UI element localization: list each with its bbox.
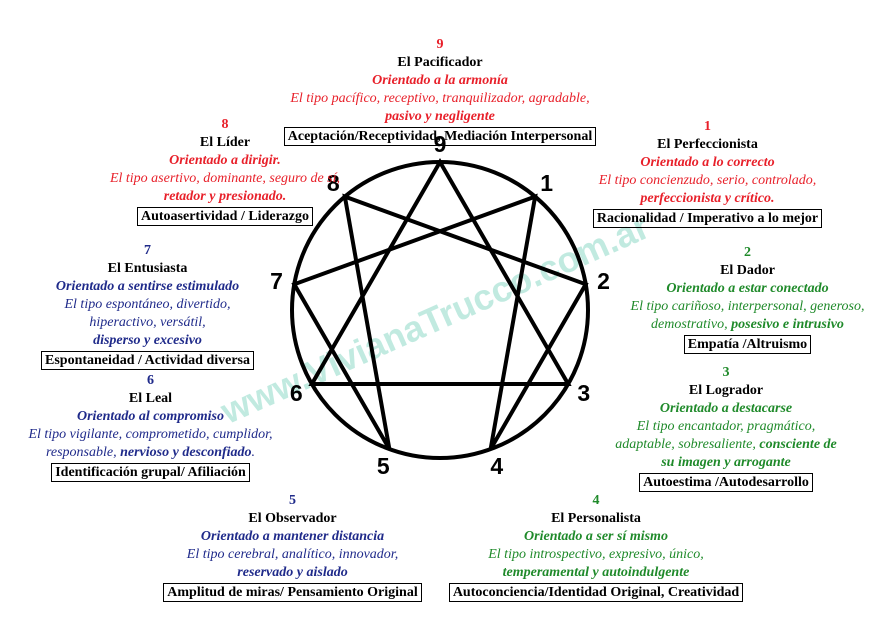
type-3-description: El tipo encantador, pragmático, — [636, 419, 816, 434]
type-9-box: Aceptación/Receptividad, Mediación Inter… — [283, 127, 597, 146]
type-9-block: 9 El Pacificador Orientado a la armonía … — [260, 36, 620, 146]
type-7-name: El Entusiasta — [107, 261, 188, 276]
type-5-block: 5 El Observador Orientado a mantener dis… — [150, 492, 435, 602]
type-6-orientation: Orientado al compromiso — [76, 409, 224, 424]
type-6-box: Identificación grupal/ Afiliación — [51, 463, 250, 482]
type-9-description: El tipo pacífico, receptivo, tranquiliza… — [290, 91, 590, 106]
type-2-number: 2 — [744, 245, 751, 260]
type-4-box: Autoconciencia/Identidad Original, Creat… — [448, 583, 744, 602]
type-7-orientation: Orientado a sentirse estimulado — [55, 279, 240, 294]
type-4-description: El tipo introspectivo, expresivo, único, — [488, 547, 704, 562]
type-5-number: 5 — [289, 493, 296, 508]
type-8-number: 8 — [221, 117, 229, 132]
type-8-description: El tipo asertivo, dominante, seguro de s… — [109, 171, 341, 186]
type-4-orientation: Orientado a ser sí mismo — [524, 529, 668, 544]
type-6-number: 6 — [147, 373, 154, 388]
type-6-block: 6 El Leal Orientado al compromiso El tip… — [8, 372, 293, 482]
enneagram-point-labels: 9 1 2 3 4 5 6 7 8 — [270, 131, 610, 479]
enneagram-triangle — [308, 157, 572, 386]
type-1-name: El Perfeccionista — [657, 137, 758, 152]
point-label-5: 5 — [377, 453, 390, 479]
type-9-number: 9 — [436, 37, 444, 52]
type-2-box: Empatía /Altruismo — [683, 335, 812, 354]
point-label-1: 1 — [540, 170, 553, 196]
type-7-description-3: disperso y excesivo — [93, 333, 202, 348]
type-1-description-2: perfeccionista y crítico. — [640, 191, 775, 206]
type-4-name: El Personalista — [551, 511, 641, 526]
point-label-6: 6 — [290, 380, 303, 406]
enneagram-hexad — [291, 193, 589, 451]
point-label-7: 7 — [270, 268, 283, 294]
type-3-description-3: su imagen y arrogante — [661, 455, 791, 470]
type-6-desc-end: . — [251, 445, 256, 460]
type-3-description-2: adaptable, sobresaliente, consciente de — [592, 436, 860, 454]
type-9-description-2: pasivo y negligente — [385, 109, 495, 124]
type-8-orientation: Orientado a dirigir. — [169, 153, 281, 168]
type-8-box: Autoasertividad / Liderazgo — [137, 207, 313, 226]
point-label-3: 3 — [577, 380, 590, 406]
type-5-name: El Observador — [248, 511, 337, 526]
type-6-description: El tipo vigilante, comprometido, cumplid… — [28, 427, 273, 442]
type-1-block: 1 El Perfeccionista Orientado a lo corre… — [580, 118, 835, 228]
type-7-number: 7 — [144, 243, 151, 258]
type-2-block: 2 El Dador Orientado a estar conectado E… — [610, 244, 885, 354]
type-3-desc-bold: consciente de — [759, 437, 837, 452]
type-1-number: 1 — [704, 119, 711, 134]
type-2-name: El Dador — [720, 263, 775, 278]
type-8-description-2: retador y presionado. — [163, 189, 287, 204]
point-label-8: 8 — [327, 170, 340, 196]
type-6-description-2: responsable, nervioso y desconfiado. — [8, 444, 293, 462]
type-9-name: El Pacificador — [397, 55, 483, 70]
point-label-4: 4 — [490, 453, 503, 479]
type-4-description-2: temperamental y autoindulgente — [502, 565, 690, 580]
type-2-desc-bold: posesivo e intrusivo — [731, 317, 844, 332]
point-label-9: 9 — [434, 131, 447, 157]
type-4-block: 4 El Personalista Orientado a ser sí mis… — [436, 492, 756, 602]
type-5-orientation: Orientado a mantener distancia — [200, 529, 385, 544]
type-2-description: El tipo cariñoso, interpersonal, generos… — [630, 299, 865, 314]
type-2-desc-plain: demostrativo, — [651, 317, 732, 332]
type-4-number: 4 — [592, 493, 600, 508]
type-7-description-2: hiperactivo, versátil, — [89, 315, 206, 330]
type-5-box: Amplitud de miras/ Pensamiento Original — [163, 583, 422, 602]
type-1-box: Racionalidad / Imperativo a lo mejor — [592, 209, 823, 228]
type-3-box: Autoestima /Autodesarrollo — [639, 473, 813, 492]
type-3-desc-plain: adaptable, sobresaliente, — [615, 437, 760, 452]
type-6-desc-plain: responsable, — [45, 445, 121, 460]
type-9-orientation: Orientado a la armonía — [372, 73, 508, 88]
type-6-name: El Leal — [128, 391, 173, 406]
type-2-description-2: demostrativo, posesivo e intrusivo — [610, 316, 885, 334]
type-1-orientation: Orientado a lo correcto — [640, 155, 775, 170]
type-8-block: 8 El Líder Orientado a dirigir. El tipo … — [100, 116, 350, 226]
type-3-name: El Logrador — [688, 383, 764, 398]
type-7-box: Espontaneidad / Actividad diversa — [41, 351, 254, 370]
type-3-block: 3 El Logrador Orientado a destacarse El … — [592, 364, 860, 492]
type-1-description: El tipo concienzudo, serio, controlado, — [598, 173, 817, 188]
type-2-orientation: Orientado a estar conectado — [666, 281, 829, 296]
enneagram-lines — [291, 157, 589, 451]
type-7-block: 7 El Entusiasta Orientado a sentirse est… — [20, 242, 275, 370]
type-3-orientation: Orientado a destacarse — [659, 401, 793, 416]
point-label-2: 2 — [597, 268, 610, 294]
type-3-number: 3 — [722, 365, 730, 380]
type-7-description: El tipo espontáneo, divertido, — [64, 297, 231, 312]
type-5-description: El tipo cerebral, analítico, innovador, — [186, 547, 399, 562]
type-5-description-2: reservado y aislado — [237, 565, 348, 580]
type-6-desc-bold: nervioso y desconfiado — [120, 445, 252, 460]
type-8-name: El Líder — [199, 135, 251, 150]
